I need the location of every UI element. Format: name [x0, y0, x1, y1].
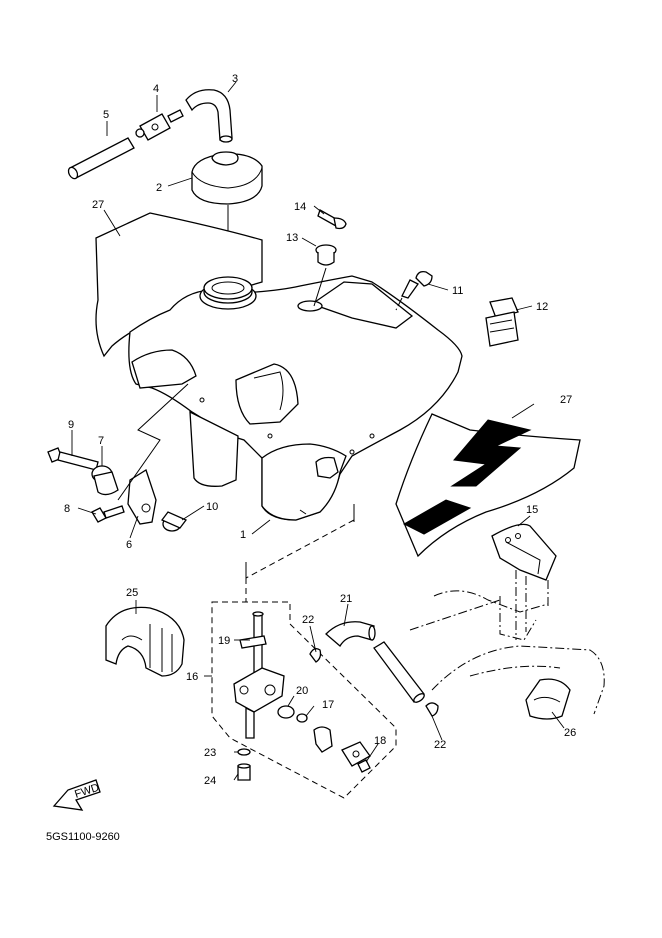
mount-leader-line [117, 383, 189, 501]
part-5-breather-pipe [67, 137, 135, 180]
callout-25: 25 [126, 587, 138, 599]
part-19-lever-and-shaft [239, 611, 267, 677]
part-lever-knob [313, 726, 333, 753]
callout-10: 10 [206, 501, 218, 513]
part-17-o-ring [296, 713, 308, 723]
frame-reference [409, 570, 605, 715]
callout-5: 5 [103, 109, 109, 121]
callout-12: 12 [536, 301, 548, 313]
bolt-axis-line [395, 297, 403, 311]
part-25-rubber-guard [105, 606, 185, 677]
callout-9: 9 [68, 419, 74, 431]
petcock-body [233, 667, 285, 739]
callout-26: 26 [564, 727, 576, 739]
part-23-washer [237, 748, 251, 756]
part-22-hose-clip-upper [309, 648, 322, 663]
callout-27-right: 27 [560, 394, 572, 406]
part-4-check-valve [135, 109, 184, 141]
callout-labels: 3 4 5 2 27 14 13 11 12 27 9 7 8 10 15 1 … [46, 73, 576, 843]
callout-24: 24 [204, 775, 216, 787]
callout-7: 7 [98, 435, 104, 447]
part-27-right-tank-cover [395, 413, 581, 558]
part-18-screw [357, 759, 371, 773]
callout-6: 6 [126, 539, 132, 551]
callout-17: 17 [322, 699, 334, 711]
callout-20: 20 [296, 685, 308, 697]
part-22-hose-clip-lower [425, 702, 439, 717]
part-26-rubber-damper [525, 678, 571, 720]
part-24-drain-bolt [237, 763, 251, 781]
part-3-bent-hose [185, 89, 233, 143]
callout-1: 1 [240, 529, 246, 541]
callout-3: 3 [232, 73, 238, 85]
part-11-bolt [401, 270, 433, 299]
part-10-collar [160, 511, 188, 532]
part-2-tank-cap [191, 151, 263, 205]
collar-axis-line [313, 267, 327, 307]
part-13-collar [315, 244, 337, 266]
callout-14: 14 [294, 201, 306, 213]
leader-lines [71, 81, 565, 781]
fwd-arrow-icon: FWD [52, 779, 101, 811]
callout-22-lower: 22 [434, 739, 446, 751]
part-16-fuel-cock-assembly [211, 504, 397, 799]
callout-8: 8 [64, 503, 70, 515]
part-21-fuel-hose [325, 621, 425, 703]
part-1-fuel-tank [128, 275, 463, 521]
part-20-o-ring [277, 705, 295, 719]
callout-27-left: 27 [92, 199, 104, 211]
callout-22-upper: 22 [302, 614, 314, 626]
callout-16: 16 [186, 671, 198, 683]
part-8-bolt [91, 505, 125, 523]
part-6-plate [127, 469, 157, 525]
callout-2: 2 [156, 182, 162, 194]
callout-4: 4 [153, 83, 159, 95]
callout-11: 11 [452, 285, 463, 297]
part-9-bolt [47, 447, 99, 471]
diagram-code: 5GS1100-9260 [46, 831, 120, 843]
callout-15: 15 [526, 504, 538, 516]
callout-13: 13 [286, 232, 298, 244]
part-14-screw [317, 209, 347, 230]
callout-21: 21 [340, 593, 352, 605]
part-12-clip [485, 297, 519, 347]
part-15-bracket [491, 523, 557, 581]
callout-19: 19 [218, 635, 230, 647]
callout-18: 18 [374, 735, 386, 747]
fwd-label: FWD [73, 782, 101, 801]
part-7-collar [91, 465, 119, 496]
callout-23: 23 [204, 747, 216, 759]
